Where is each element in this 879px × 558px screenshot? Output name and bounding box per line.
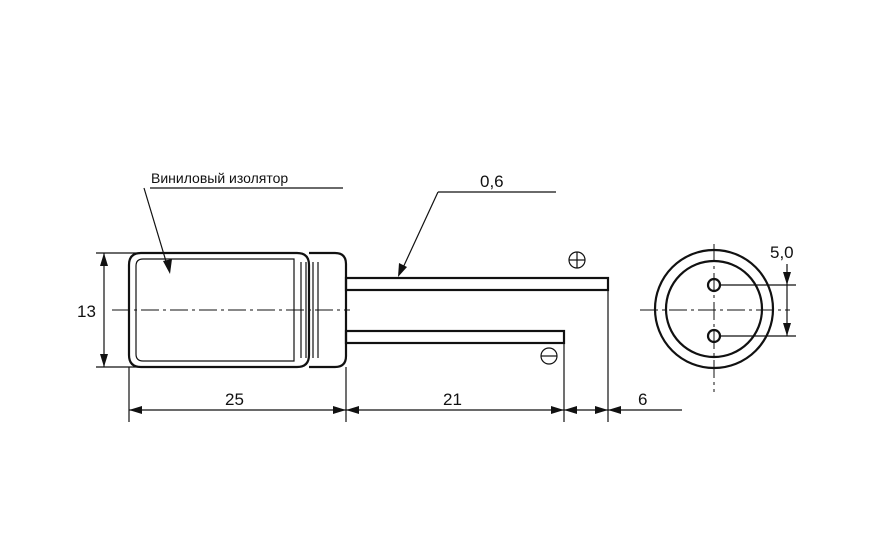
lead-length-label: 21 [443, 390, 462, 409]
lead-spacing-dimension [720, 264, 796, 337]
lead-offset-dimension [564, 406, 682, 414]
lead-spacing-label: 5,0 [770, 243, 794, 262]
insulator-leader [143, 187, 343, 274]
lead-positive [344, 276, 610, 292]
body-length-dimension [129, 406, 346, 414]
lead-negative [344, 329, 566, 345]
lead-offset-label: 6 [638, 390, 647, 409]
body-length-label: 25 [225, 390, 244, 409]
lead-diameter-label: 0,6 [480, 172, 504, 191]
body-diameter-dimension [96, 252, 140, 368]
minus-polarity-icon [540, 347, 558, 365]
body-diameter-label: 13 [77, 302, 96, 321]
lead-length-dimension [346, 406, 564, 414]
lead-diameter-leader [398, 191, 556, 277]
insulator-label: Виниловый изолятор [151, 170, 288, 186]
plus-polarity-icon [568, 251, 586, 269]
capacitor-end-view [640, 244, 790, 392]
